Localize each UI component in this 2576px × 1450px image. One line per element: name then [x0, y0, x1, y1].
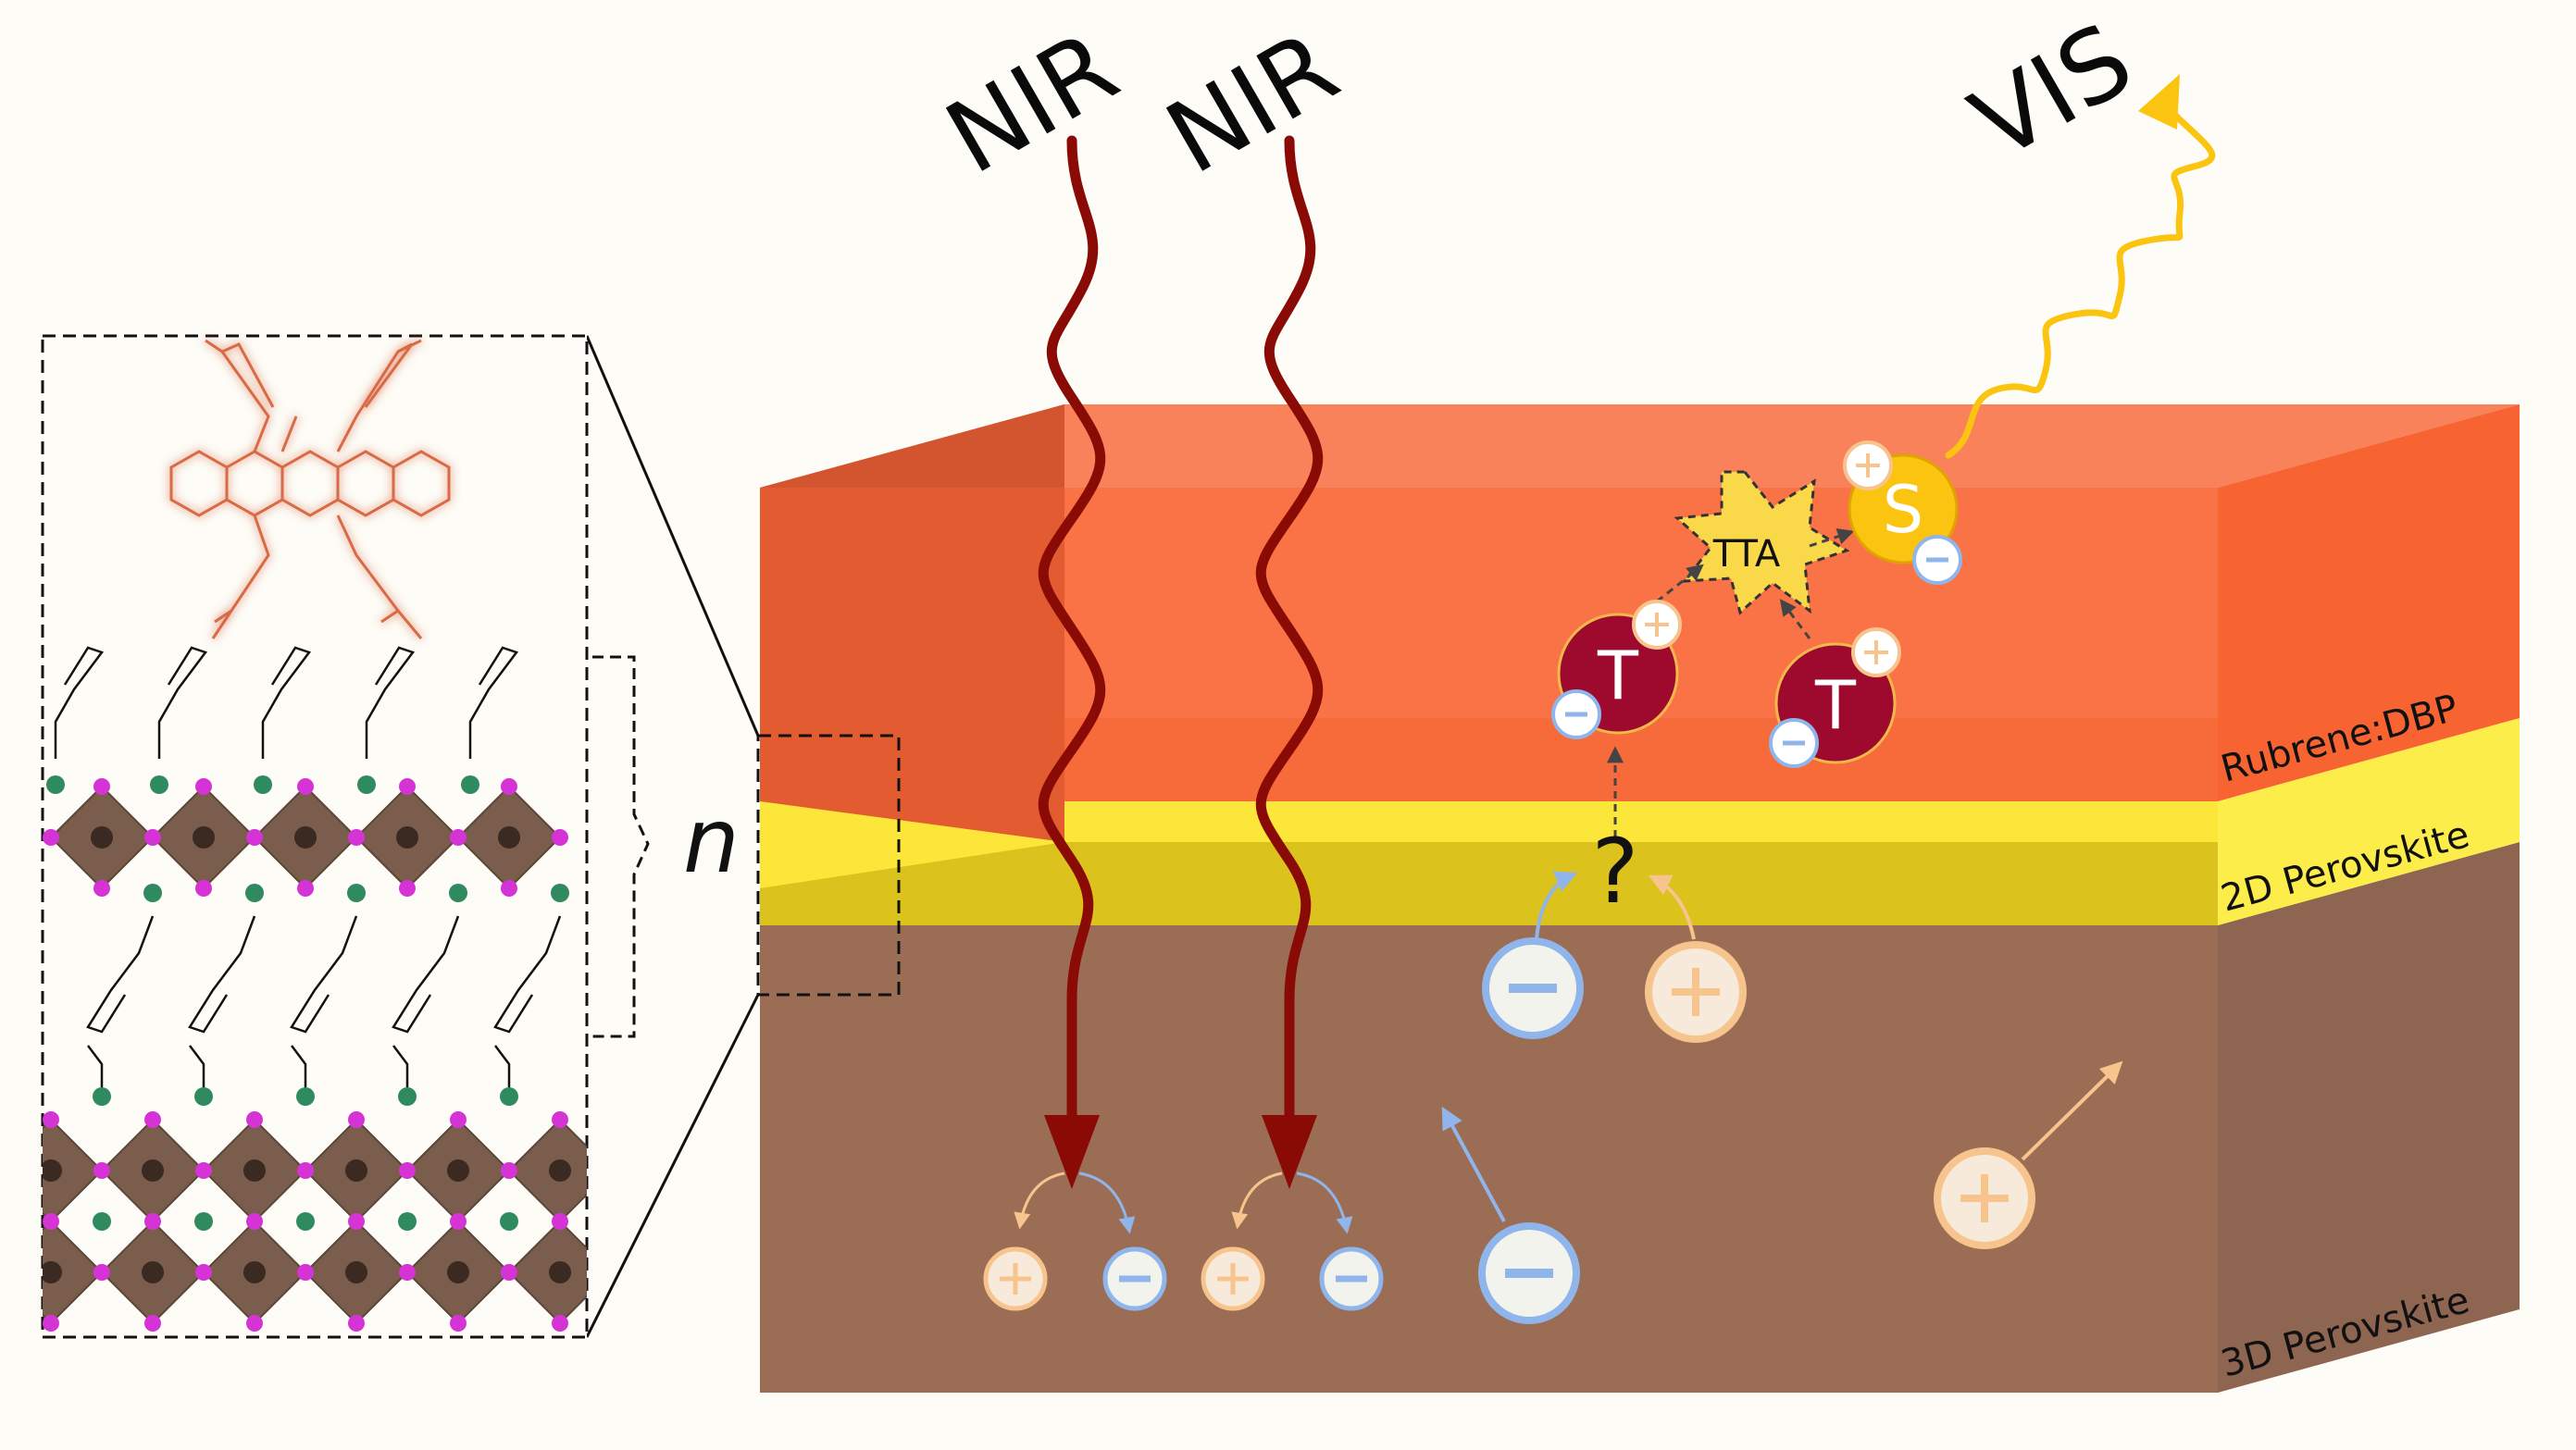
singlet-label: S: [1883, 472, 1923, 548]
arrow-free-hole: [2021, 1060, 2123, 1161]
organic-spacer-lower: [86, 915, 562, 1092]
rubrene-top: [760, 404, 2520, 488]
electron-icon: [1912, 535, 1962, 585]
arrow-t1-to-tta: [1656, 564, 1704, 603]
triplet-exciton-2: T: [1769, 627, 1901, 768]
triplet-2-label: T: [1814, 666, 1857, 744]
arrow-tta-to-s: [1809, 528, 1855, 548]
zoom-line-top: [585, 335, 760, 737]
vis-wave-icon: [1945, 98, 2216, 459]
rubrene-top-left: [760, 404, 1064, 488]
rubrene-front-shade: [760, 488, 1064, 842]
split-arrow-hole-2: [1231, 1171, 1283, 1230]
cation-row-top: [46, 775, 479, 794]
perovskite-2d-front-upper: [760, 801, 2218, 888]
n-label: n: [683, 789, 740, 893]
triplet-1-label: T: [1597, 637, 1639, 714]
nir-wave-icon: [1255, 135, 1324, 1125]
organic-spacer-upper: [54, 646, 519, 759]
zoom-region-box: [756, 734, 901, 997]
electron-icon: [1769, 718, 1819, 768]
nir-wave-icon: [1038, 135, 1106, 1125]
nir-label-2: NIR: [1149, 9, 1357, 196]
arrow-hole-to-interface: [1648, 874, 1696, 940]
hole-icon: [983, 1246, 1048, 1311]
hole-icon: [1632, 600, 1682, 650]
nir-arrowhead-1: [1044, 1115, 1100, 1189]
electron-icon: [1102, 1246, 1167, 1311]
vis-label: VIS: [1954, 2, 2151, 182]
tta-star-icon: [1674, 470, 1850, 615]
hole-icon: [1645, 941, 1747, 1043]
split-arrow-electron-1: [1078, 1171, 1136, 1234]
perovskite-3d-side: [2218, 842, 2520, 1393]
zoom-line-bottom: [585, 994, 760, 1338]
structure-inset: [41, 334, 589, 1339]
arrow-free-electron: [1441, 1106, 1506, 1222]
cation-row-low: [93, 1087, 518, 1106]
perovskite-octahedron-icon: [43, 778, 568, 897]
rubrene-side: [2218, 404, 2520, 801]
hole-icon: [1201, 1246, 1265, 1311]
hole-icon: [1843, 440, 1893, 490]
tta-label: TTA: [1712, 533, 1781, 576]
split-arrow-hole-1: [1014, 1171, 1065, 1230]
electron-icon: [1478, 1222, 1580, 1324]
rubrene-molecule-icon: [169, 339, 451, 639]
arrow-electron-to-interface: [1535, 871, 1578, 940]
electron-icon: [1319, 1246, 1384, 1311]
vis-arrowhead: [2138, 74, 2180, 130]
nir-label-1: NIR: [928, 9, 1137, 196]
question-mark: ?: [1592, 820, 1639, 923]
triplet-exciton-1: T: [1551, 600, 1682, 739]
cation-row-mid: [143, 884, 569, 902]
rubrene-front-lower: [1064, 718, 2218, 801]
nir-arrowhead-2: [1262, 1115, 1317, 1189]
electron-icon: [1551, 689, 1601, 739]
electron-icon: [1482, 937, 1584, 1039]
n-brace: [592, 655, 650, 1038]
singlet-exciton: S: [1843, 440, 1962, 585]
hole-icon: [1851, 627, 1901, 677]
perovskite-3d-lattice: [43, 1111, 587, 1332]
split-arrow-electron-2: [1296, 1171, 1353, 1234]
perovskite-2d-side: [2218, 718, 2520, 925]
hole-icon: [1934, 1147, 2035, 1249]
